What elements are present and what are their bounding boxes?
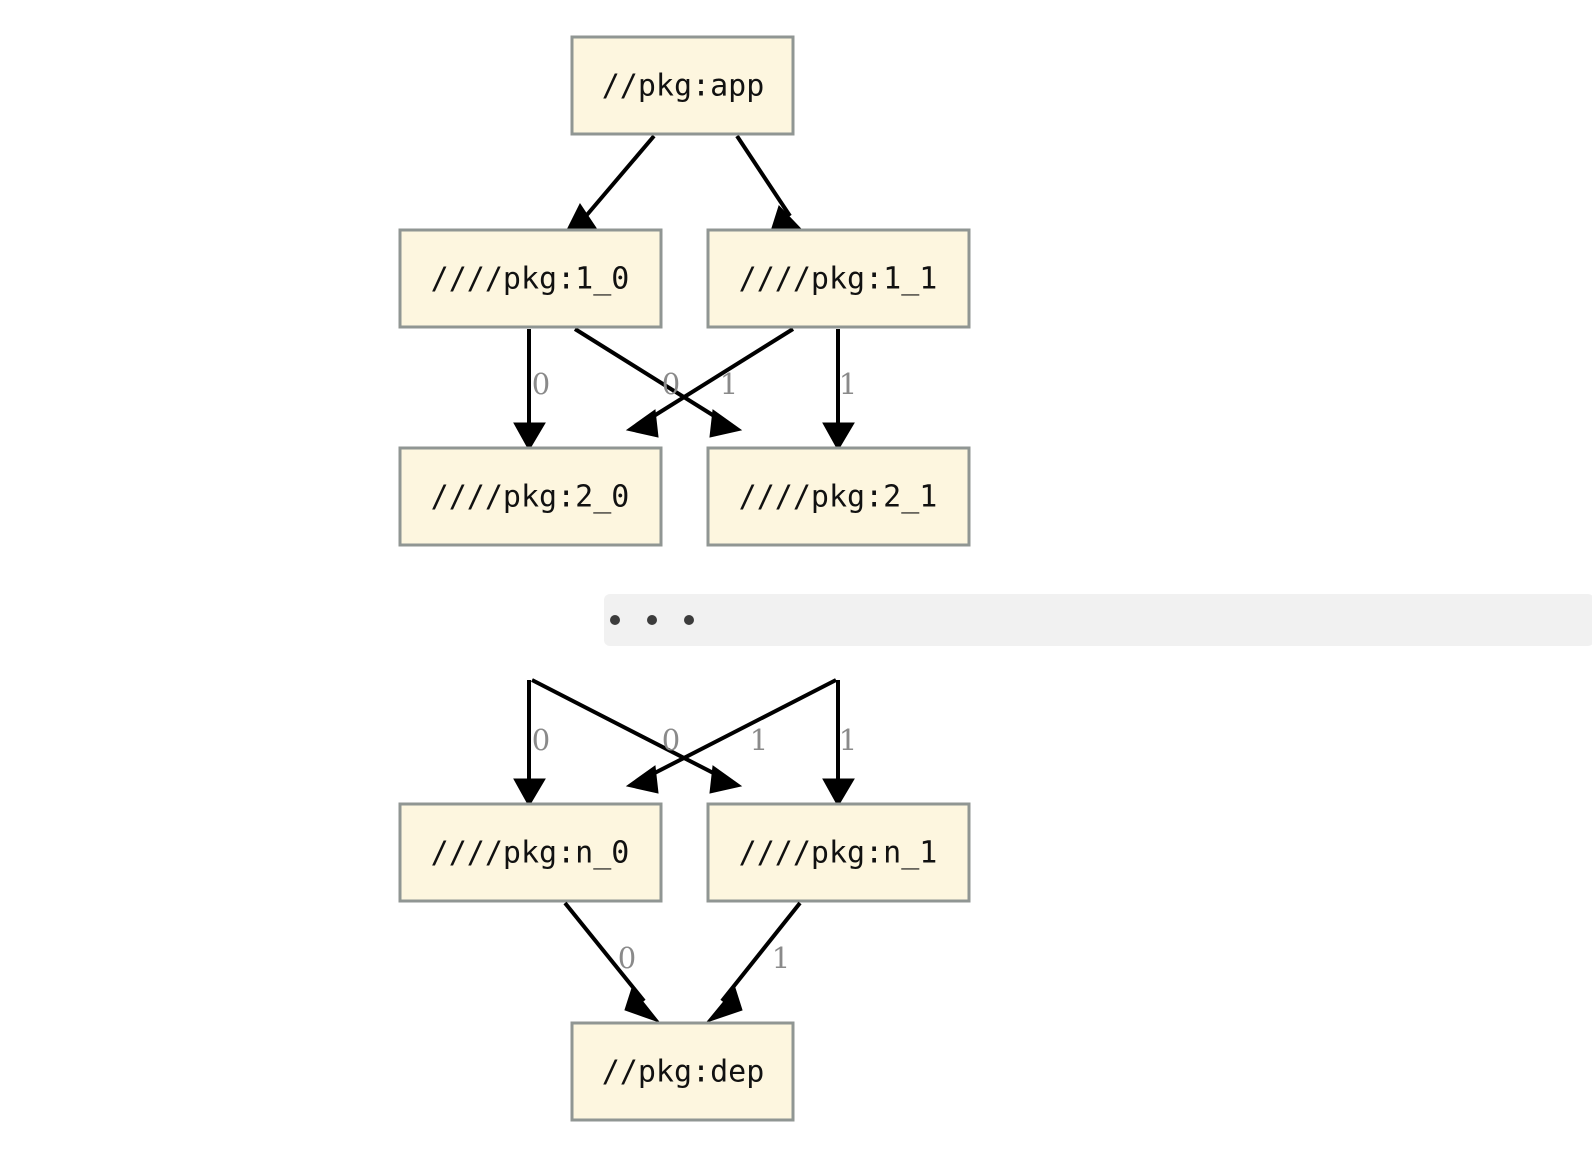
node-l1_1-rect[interactable] — [706, 228, 971, 329]
edge-1_1-to-2_0 — [625, 327, 795, 438]
node-app-label: //pkg:app — [602, 69, 765, 104]
node-l1_0-rect[interactable] — [398, 228, 663, 329]
node-l2_0-label: ////pkg:2_0 — [431, 480, 630, 515]
edge-1_0-to-2_0 — [513, 329, 546, 452]
edge-label-lower-1b: 1 — [839, 723, 857, 757]
node-l2_0-rect[interactable] — [398, 446, 663, 547]
edge-label-lower-0a: 0 — [532, 723, 550, 757]
node-dep[interactable]: //pkg:dep — [570, 1021, 795, 1122]
node-app[interactable]: //pkg:app — [570, 35, 795, 136]
node-ln_1-rect[interactable] — [706, 802, 971, 903]
edge-label-bottom-1: 1 — [772, 941, 790, 975]
node-l2_0[interactable]: ////pkg:2_0 — [398, 446, 663, 547]
node-l1_0-label: ////pkg:1_0 — [431, 262, 630, 297]
edge-prev-to-n_0 — [513, 680, 546, 808]
edge-label-upper-0b: 0 — [662, 367, 680, 401]
ellipsis-band-rect — [604, 594, 1592, 646]
node-l1_1[interactable]: ////pkg:1_1 — [706, 228, 971, 329]
edge-label-lower-0b: 0 — [662, 723, 680, 757]
edge-label-bottom-0: 0 — [618, 941, 636, 975]
edge-1_1-to-2_1 — [822, 329, 855, 452]
node-l2_1-rect[interactable] — [706, 446, 971, 547]
node-ln_0[interactable]: ////pkg:n_0 — [398, 802, 663, 903]
node-l2_1-label: ////pkg:2_1 — [739, 480, 938, 515]
ellipsis-region — [604, 594, 1592, 646]
edge-prev2-to-n_1 — [822, 680, 855, 808]
edge-label-upper-1b: 1 — [839, 367, 857, 401]
node-l1_0[interactable]: ////pkg:1_0 — [398, 228, 663, 329]
edge-label-upper-0a: 0 — [532, 367, 550, 401]
edge-1_0-to-2_1 — [573, 327, 743, 438]
edge-prev-to-n_1 — [531, 678, 743, 794]
ellipsis-dot-3 — [684, 615, 694, 625]
node-ln_1-label: ////pkg:n_1 — [739, 836, 938, 871]
node-app-rect[interactable] — [570, 35, 795, 136]
edge-n_1-to-dep — [705, 901, 802, 1024]
node-ln_1[interactable]: ////pkg:n_1 — [706, 802, 971, 903]
node-ln_0-rect[interactable] — [398, 802, 663, 903]
edge-app-to-1_0 — [565, 134, 656, 233]
edge-app-to-1_1 — [735, 134, 804, 231]
node-l1_1-label: ////pkg:1_1 — [739, 262, 938, 297]
edge-label-lower-1a: 1 — [750, 723, 768, 757]
edge-label-upper-1a: 1 — [720, 367, 738, 401]
ellipsis-dot-2 — [647, 615, 657, 625]
edge-n_0-to-dep — [563, 901, 661, 1024]
edge-prev2-to-n_0 — [625, 678, 837, 794]
ellipsis-dot-1 — [610, 615, 620, 625]
node-ln_0-label: ////pkg:n_0 — [431, 836, 630, 871]
node-l2_1[interactable]: ////pkg:2_1 — [706, 446, 971, 547]
node-dep-rect[interactable] — [570, 1021, 795, 1122]
node-dep-label: //pkg:dep — [602, 1055, 765, 1090]
